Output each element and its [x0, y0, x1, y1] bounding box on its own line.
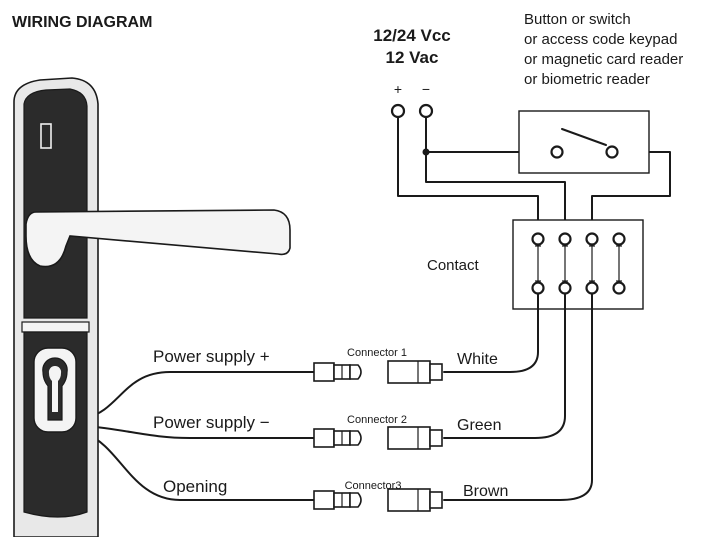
diagram-title: WIRING DIAGRAM: [12, 14, 152, 31]
wire-plus-to-contact: [397, 117, 539, 233]
handle-divider: [21, 321, 90, 333]
contact-block: [512, 219, 644, 310]
power-supply-wiring: [397, 117, 671, 233]
plus-sign: +: [394, 81, 402, 97]
junction-dot: [422, 148, 430, 156]
wire-handle-to-connector-2: [85, 425, 315, 439]
switch-terminal-right: [605, 145, 619, 159]
contact-terminal-bottom-3: [585, 281, 599, 295]
door-handle-drawing: [13, 77, 291, 537]
switch-terminal-left: [550, 145, 564, 159]
wire-2-function-label: Power supply −: [153, 413, 270, 432]
connector-1-label: Connector 1: [347, 347, 407, 359]
switch-desc-line-1: Button or switch: [524, 11, 631, 28]
voltage-dc-label: 12/24 Vcc: [373, 26, 451, 45]
wire-3-color-label: Brown: [463, 483, 508, 500]
switch-desc-line-2: or access code keypad: [524, 31, 677, 48]
connector-3: [313, 488, 443, 512]
lever-handle: [25, 209, 291, 268]
contact-label: Contact: [427, 257, 480, 274]
switch-desc-line-3: or magnetic card reader: [524, 51, 683, 68]
contact-terminal-top-2: [558, 232, 572, 246]
connector-1: [313, 360, 443, 384]
contact-terminal-top-1: [531, 232, 545, 246]
wire-switch-to-contact: [591, 151, 671, 233]
wire-1-color-label: White: [457, 351, 498, 368]
minus-sign: −: [422, 81, 430, 97]
wire-contact-to-connector-3: [443, 293, 593, 501]
wire-handle-to-connector-1: [85, 371, 315, 419]
wire-contact-to-connector-2: [443, 293, 566, 439]
wire-3-function-label: Opening: [163, 477, 227, 496]
switch-box-frame: [518, 110, 650, 174]
connector-2-label: Connector 2: [347, 414, 407, 426]
wire-2-color-label: Green: [457, 417, 501, 434]
contact-terminal-bottom-4: [612, 281, 626, 295]
power-terminal-minus: [418, 103, 434, 119]
contact-terminal-bottom-2: [558, 281, 572, 295]
handle-upper-panel: [23, 88, 88, 319]
contact-terminal-top-4: [612, 232, 626, 246]
cylinder-keyhole-inner: [48, 365, 62, 412]
wire-1-function-label: Power supply +: [153, 347, 270, 366]
voltage-ac-label: 12 Vac: [386, 48, 439, 67]
contact-terminal-bottom-1: [531, 281, 545, 295]
key-slot: [40, 123, 52, 149]
switch-box: [518, 110, 650, 174]
connector-3-label: Connector3: [345, 480, 402, 492]
wire-contact-to-connector-1: [443, 293, 539, 373]
switch-desc-line-4: or biometric reader: [524, 71, 650, 88]
switch-lever: [561, 128, 607, 146]
contact-block-frame: [512, 219, 644, 310]
power-terminal-plus: [390, 103, 406, 119]
contact-terminal-top-3: [585, 232, 599, 246]
connector-2: [313, 426, 443, 450]
connector-wiring: [443, 293, 593, 501]
